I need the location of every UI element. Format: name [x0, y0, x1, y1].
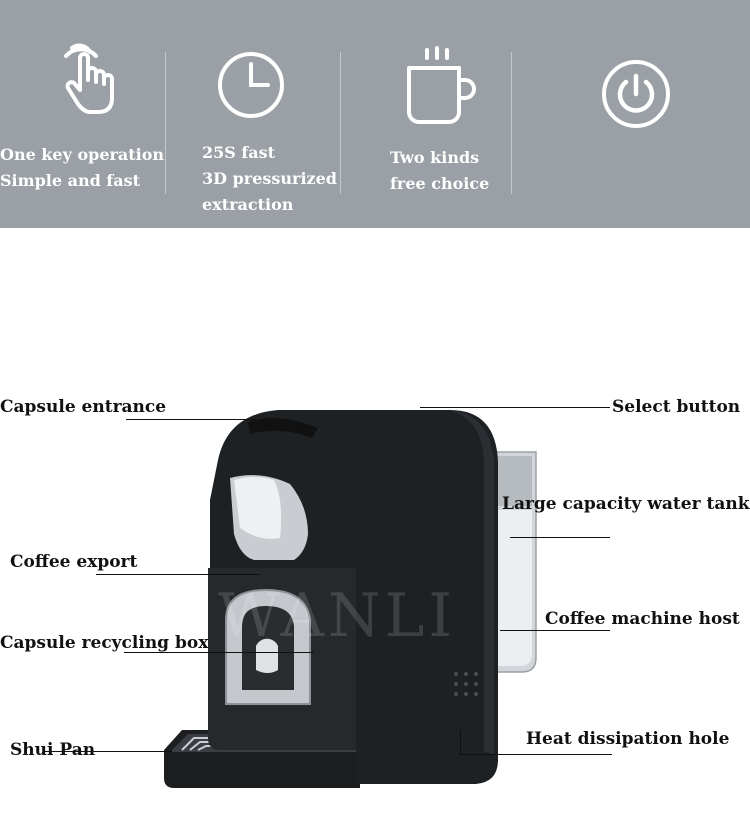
label-machine-host: Coffee machine host [545, 609, 740, 629]
hand-pointer-icon [64, 43, 114, 114]
label-heat-hole: Heat dissipation hole [526, 729, 730, 749]
label-select-button: Select button [612, 397, 741, 417]
feature-power [512, 0, 750, 228]
leader-line [420, 407, 610, 408]
leader-line [460, 754, 612, 755]
feature-text-3: extraction [202, 195, 294, 214]
feature-text-2: free choice [390, 174, 490, 193]
label-shui-pan: Shui Pan [10, 740, 96, 760]
leader-line [124, 652, 314, 653]
divider [340, 52, 341, 194]
label-water-tank: Large capacity water tank [502, 494, 750, 514]
feature-text-2: 3D pressurized [202, 169, 337, 188]
clock-icon [218, 52, 284, 118]
feature-text-1: One key operation [0, 145, 165, 164]
leader-line [44, 751, 172, 752]
feature-text-2: Simple and fast [0, 171, 140, 190]
leader-line [460, 730, 461, 754]
feature-fast: 25S fast 3D pressurized extraction [166, 0, 340, 228]
feature-one-key: One key operation Simple and fast [0, 0, 165, 228]
label-coffee-export: Coffee export [10, 552, 138, 572]
leader-line [126, 419, 256, 420]
coffee-cup-icon [407, 46, 476, 124]
leader-line [96, 574, 260, 575]
divider [165, 52, 166, 194]
feature-text-1: Two kinds [390, 148, 480, 167]
coffee-machine-image: WANLI [164, 410, 537, 788]
leader-line [510, 537, 610, 538]
label-capsule-entrance: Capsule entrance [0, 397, 167, 417]
feature-text-1: 25S fast [202, 143, 276, 162]
feature-banner: One key operation Simple and fast 25S fa… [0, 0, 750, 228]
power-icon [602, 60, 670, 128]
label-recycling-box: Capsule recycling box [0, 633, 209, 653]
feature-two-kinds: Two kinds free choice [341, 0, 511, 228]
leader-line [500, 630, 610, 631]
watermark: WANLI [218, 581, 456, 651]
divider [511, 52, 512, 194]
